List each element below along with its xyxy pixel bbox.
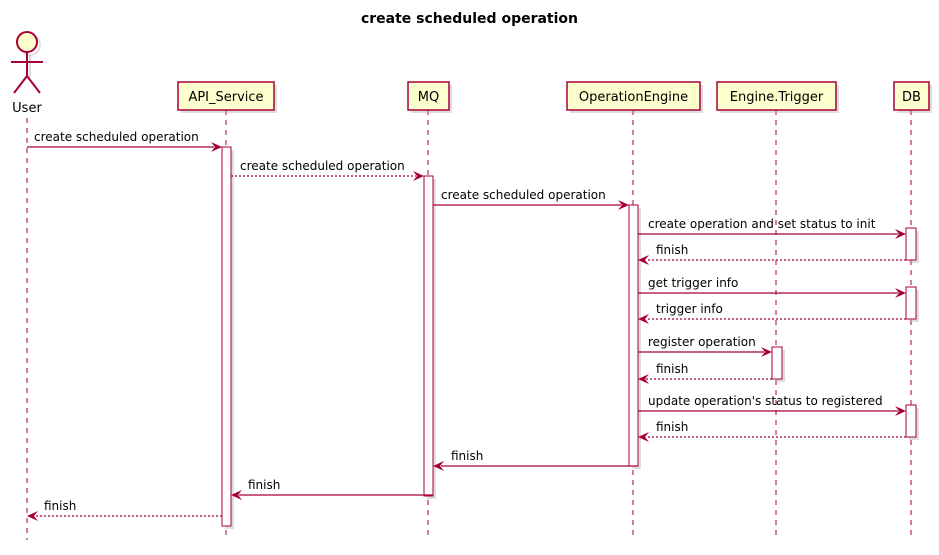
message-arrowhead bbox=[638, 255, 649, 265]
message-8[interactable]: register operation bbox=[638, 335, 772, 357]
message-arrowhead bbox=[618, 200, 629, 210]
message-label: finish bbox=[451, 449, 483, 463]
actor-user[interactable]: User bbox=[11, 31, 43, 116]
message-3[interactable]: create scheduled operation bbox=[433, 188, 629, 210]
message-arrowhead bbox=[231, 490, 242, 500]
message-2[interactable]: create scheduled operation bbox=[231, 159, 424, 181]
message-label: finish bbox=[248, 478, 280, 492]
activation-rect bbox=[423, 175, 434, 497]
participant-label-operation_engine: OperationEngine bbox=[579, 90, 688, 105]
participant-box bbox=[177, 81, 275, 111]
participant-api_service[interactable]: API_Service bbox=[177, 81, 277, 113]
participant-box bbox=[566, 81, 701, 111]
message-10[interactable]: update operation's status to registered bbox=[638, 394, 906, 416]
message-arrowhead bbox=[895, 229, 906, 239]
message-label: get trigger info bbox=[648, 276, 738, 290]
participant-box bbox=[893, 81, 930, 111]
message-1[interactable]: create scheduled operation bbox=[27, 130, 222, 152]
message-label: trigger info bbox=[656, 302, 723, 316]
message-5[interactable]: finish bbox=[638, 243, 906, 265]
message-11[interactable]: finish bbox=[638, 420, 906, 442]
participant-mq[interactable]: MQ bbox=[407, 81, 452, 113]
activation-rect bbox=[905, 404, 917, 438]
participant-operation_engine[interactable]: OperationEngine bbox=[566, 81, 703, 113]
message-label: update operation's status to registered bbox=[648, 394, 883, 408]
activation-bar-db bbox=[905, 404, 919, 440]
message-arrowhead bbox=[638, 374, 649, 384]
message-label: finish bbox=[44, 499, 76, 513]
activation-rect bbox=[771, 346, 783, 380]
participant-label-db: DB bbox=[902, 90, 921, 105]
participant-label-mq: MQ bbox=[418, 90, 439, 105]
participant-label-engine_trigger: Engine.Trigger bbox=[730, 90, 824, 105]
message-label: create scheduled operation bbox=[34, 130, 199, 144]
message-14[interactable]: finish bbox=[27, 499, 222, 521]
participant-box bbox=[716, 81, 837, 111]
activation-bar-engine_trigger bbox=[771, 346, 785, 382]
actor-head bbox=[16, 31, 38, 53]
diagram-title: create scheduled operation bbox=[361, 11, 578, 27]
message-label: finish bbox=[656, 362, 688, 376]
message-arrowhead bbox=[211, 142, 222, 152]
actor-user-label: User bbox=[12, 101, 42, 116]
activation-bar-operation_engine bbox=[628, 204, 641, 469]
message-arrowhead bbox=[413, 171, 424, 181]
message-label: finish bbox=[656, 420, 688, 434]
message-label: create scheduled operation bbox=[441, 188, 606, 202]
activation-bar-api_service bbox=[221, 146, 234, 529]
participant-box bbox=[407, 81, 450, 111]
activation-rect bbox=[628, 204, 639, 467]
activation-rect bbox=[905, 227, 917, 261]
activation-rect bbox=[221, 146, 232, 527]
message-arrowhead bbox=[895, 406, 906, 416]
participant-label-api_service: API_Service bbox=[188, 90, 263, 105]
activation-rect bbox=[905, 286, 917, 320]
message-arrowhead bbox=[27, 511, 38, 521]
message-label: create operation and set status to init bbox=[648, 217, 876, 231]
message-12[interactable]: finish bbox=[433, 449, 638, 471]
message-arrowhead bbox=[638, 432, 649, 442]
participant-engine_trigger[interactable]: Engine.Trigger bbox=[716, 81, 839, 113]
message-4[interactable]: create operation and set status to init bbox=[638, 217, 906, 239]
participant-db[interactable]: DB bbox=[893, 81, 932, 113]
message-arrowhead bbox=[433, 461, 444, 471]
activation-bar-db bbox=[905, 227, 919, 263]
actor-leg-left bbox=[13, 75, 28, 94]
message-7[interactable]: trigger info bbox=[638, 302, 906, 324]
message-arrowhead bbox=[895, 288, 906, 298]
actor-leg-right bbox=[26, 75, 41, 94]
message-arrowhead bbox=[761, 347, 772, 357]
message-label: finish bbox=[656, 243, 688, 257]
message-label: create scheduled operation bbox=[240, 159, 405, 173]
message-13[interactable]: finish bbox=[231, 478, 433, 500]
message-9[interactable]: finish bbox=[638, 362, 772, 384]
message-6[interactable]: get trigger info bbox=[638, 276, 906, 298]
message-label: register operation bbox=[648, 335, 756, 349]
message-arrowhead bbox=[638, 314, 649, 324]
activation-bar-db bbox=[905, 286, 919, 322]
activation-bar-mq bbox=[423, 175, 436, 499]
